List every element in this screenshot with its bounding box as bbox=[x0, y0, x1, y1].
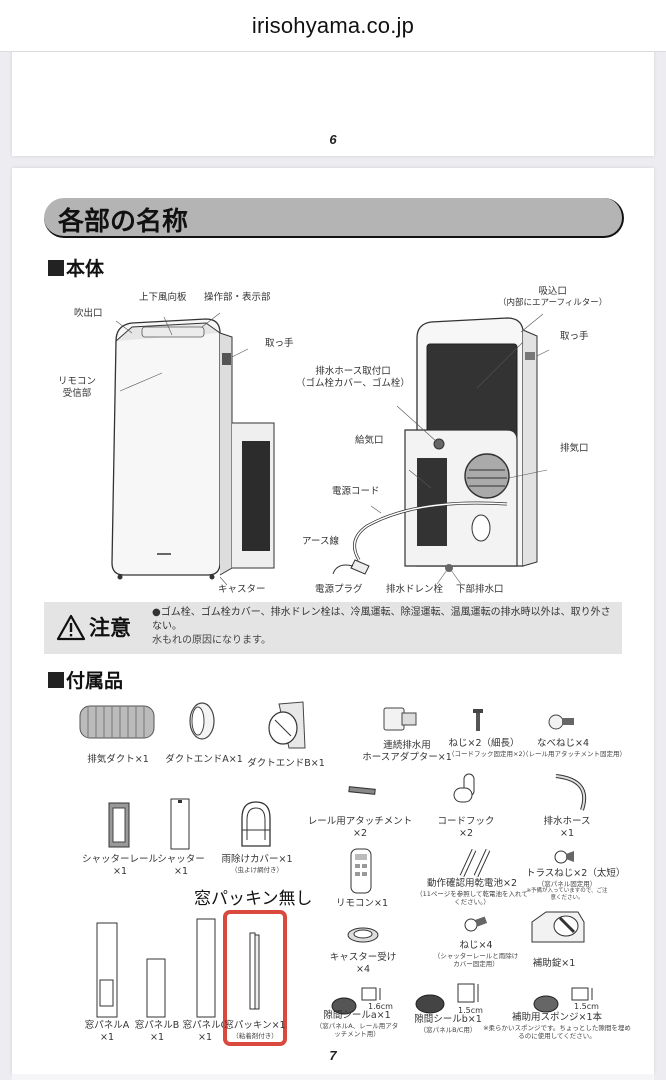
square-bullet-icon bbox=[48, 671, 64, 688]
item-cord-hook: コードフック ×2 bbox=[437, 816, 495, 839]
section-heading-main-unit: 本体 bbox=[48, 254, 104, 281]
browser-address-bar[interactable]: irisohyama.co.jp bbox=[0, 0, 666, 52]
dim-sponge: 1.5cm bbox=[574, 1002, 599, 1011]
duct-end-a-icon bbox=[189, 702, 215, 740]
truss-screw-icon bbox=[554, 850, 574, 864]
label-louver: 上下風向板 bbox=[139, 292, 187, 303]
label-supply-port: 給気口 bbox=[355, 435, 384, 446]
caution-box: 注意 ●ゴム栓、ゴム栓カバー、排水ドレン栓は、冷風運転、除湿運転、温風運転の排水… bbox=[44, 602, 622, 654]
item-shutter: シャッター ×1 bbox=[157, 854, 205, 877]
gap-seal-b-icon bbox=[415, 983, 479, 1014]
window-panel-b-icon bbox=[146, 958, 166, 1018]
battery-icon bbox=[459, 848, 491, 878]
item-exhaust-duct: 排気ダクト×1 bbox=[87, 754, 149, 765]
label-power-plug: 電源プラグ bbox=[315, 584, 363, 595]
item-sponge: 補助用スポンジ×1本 ※柔らかいスポンジです。ちょっとした隙間を埋めるのに使用し… bbox=[483, 1012, 631, 1040]
item-auxiliary-lock: 補助錠×1 bbox=[532, 958, 576, 969]
highlight-box-window-seal bbox=[223, 910, 287, 1046]
label-remote-receiver: リモコン 受信部 bbox=[58, 376, 97, 399]
cord-hook-icon bbox=[453, 773, 475, 803]
label-handle-front: 取っ手 bbox=[265, 338, 294, 349]
label-caster: キャスター bbox=[218, 584, 266, 595]
caster-receiver-icon bbox=[347, 927, 379, 943]
page-title-bar: 各部の名称 bbox=[44, 198, 624, 238]
page-number: 7 bbox=[329, 1048, 337, 1063]
item-window-panel-b: 窓パネルB ×1 bbox=[134, 1020, 180, 1043]
rain-cover-icon bbox=[241, 801, 271, 847]
manual-page-7: 各部の名称 本体 吹出口 上下風向板 操作部・表示部 取っ手 リモコン 受信部 … bbox=[12, 168, 654, 1074]
label-exhaust-port: 排気口 bbox=[560, 443, 589, 454]
shutter-icon bbox=[170, 798, 190, 850]
sponge-icon bbox=[533, 987, 593, 1013]
item-duct-end-a: ダクトエンドA×1 bbox=[165, 754, 243, 765]
caution-text: ●ゴム栓、ゴム栓カバー、排水ドレン栓は、冷風運転、除湿運転、温風運転の排水時以外… bbox=[152, 607, 611, 646]
front-unit-illustration bbox=[111, 312, 275, 586]
item-shutter-rail: シャッターレール ×1 bbox=[81, 854, 158, 877]
warning-triangle-icon bbox=[56, 614, 86, 640]
item-remote-control: リモコン×1 bbox=[335, 898, 388, 909]
dim-gap-seal-b: 1.5cm bbox=[458, 1006, 483, 1015]
back-unit-illustration bbox=[332, 313, 550, 585]
square-bullet-icon bbox=[48, 259, 64, 276]
window-panel-c-icon bbox=[196, 918, 216, 1018]
item-duct-end-b: ダクトエンドB×1 bbox=[247, 758, 325, 769]
item-window-seal: 窓パッキン×1 （粘着剤付き） bbox=[224, 1020, 286, 1040]
label-bottom-drain: 下部排水口 bbox=[456, 584, 504, 595]
drain-hose-icon bbox=[555, 774, 587, 811]
duct-end-b-icon bbox=[268, 701, 306, 749]
window-panel-a-icon bbox=[96, 922, 118, 1018]
caution-heading: 注意 bbox=[56, 612, 131, 642]
gap-seal-a-icon bbox=[331, 987, 381, 1015]
item-rain-cover: 雨除けカバー×1 （虫よけ網付き） bbox=[221, 854, 293, 874]
exhaust-duct-icon bbox=[79, 705, 155, 739]
rail-attachment-icon bbox=[348, 786, 376, 795]
item-hose-adapter: 連続排水用 ホースアダプター×1 bbox=[362, 740, 452, 763]
item-rail-attachment: レール用アタッチメント ×2 bbox=[307, 816, 413, 839]
item-gap-seal-b: 隙間シールb×1 （窓パネルB/C用） bbox=[414, 1014, 482, 1034]
label-drain-port: 排水ホース取付口 （ゴム栓カバー、ゴム栓） bbox=[296, 366, 410, 389]
item-window-panel-c: 窓パネルC ×1 bbox=[182, 1020, 228, 1043]
hose-adapter-icon bbox=[383, 707, 417, 731]
annotation-no-window-seal: 窓パッキン無し bbox=[194, 889, 313, 909]
item-gap-seal-a: 隙間シールa×1 （窓パネルA、レール用アタッチメント用） bbox=[315, 1010, 399, 1038]
item-test-batteries: 動作確認用乾電池×2 （11ページを参照して乾電池を入れてください。） bbox=[416, 878, 528, 906]
item-window-panel-a: 窓パネルA ×1 bbox=[84, 1020, 130, 1043]
item-truss-screw: トラスねじ×2（太短） （窓パネル固定用） ※予備が入っていますので、ご注意くだ… bbox=[526, 868, 626, 901]
screw-long-icon bbox=[473, 709, 483, 731]
dim-gap-seal-a: 1.6cm bbox=[368, 1002, 393, 1011]
url-text: irisohyama.co.jp bbox=[251, 12, 415, 38]
item-drain-hose: 排水ホース ×1 bbox=[543, 816, 591, 839]
label-power-cord: 電源コード bbox=[332, 486, 380, 497]
label-intake: 吸込口 （内部にエアーフィルター） bbox=[498, 286, 608, 308]
page-title: 各部の名称 bbox=[58, 207, 189, 237]
remote-control-icon bbox=[350, 848, 372, 894]
screw-icon bbox=[464, 916, 488, 932]
window-seal-icon bbox=[249, 932, 260, 1010]
auxiliary-lock-icon bbox=[531, 911, 585, 943]
label-control-panel: 操作部・表示部 bbox=[204, 292, 271, 303]
label-drain-plug: 排水ドレン栓 bbox=[386, 584, 444, 595]
page-number: 6 bbox=[329, 132, 337, 147]
label-handle-back: 取っ手 bbox=[560, 331, 589, 342]
label-outlet: 吹出口 bbox=[74, 308, 103, 319]
label-ground-wire: アース線 bbox=[302, 536, 339, 547]
pan-screw-icon bbox=[548, 714, 574, 730]
item-screw-long: ねじ×2（細長） （コードフック固定用×2） bbox=[448, 738, 530, 758]
next-page-edge bbox=[12, 1074, 654, 1080]
item-screw: ねじ×4 （シャッターレールと雨除けカバー固定用） bbox=[433, 940, 519, 968]
manual-page-6: 6 bbox=[12, 40, 654, 156]
shutter-rail-icon bbox=[108, 802, 130, 848]
item-caster-receiver: キャスター受け ×4 bbox=[329, 952, 397, 975]
section-heading-accessories: 付属品 bbox=[48, 666, 123, 693]
item-pan-screw: なべねじ×4 （レール用アタッチメント固定用） bbox=[522, 738, 626, 758]
